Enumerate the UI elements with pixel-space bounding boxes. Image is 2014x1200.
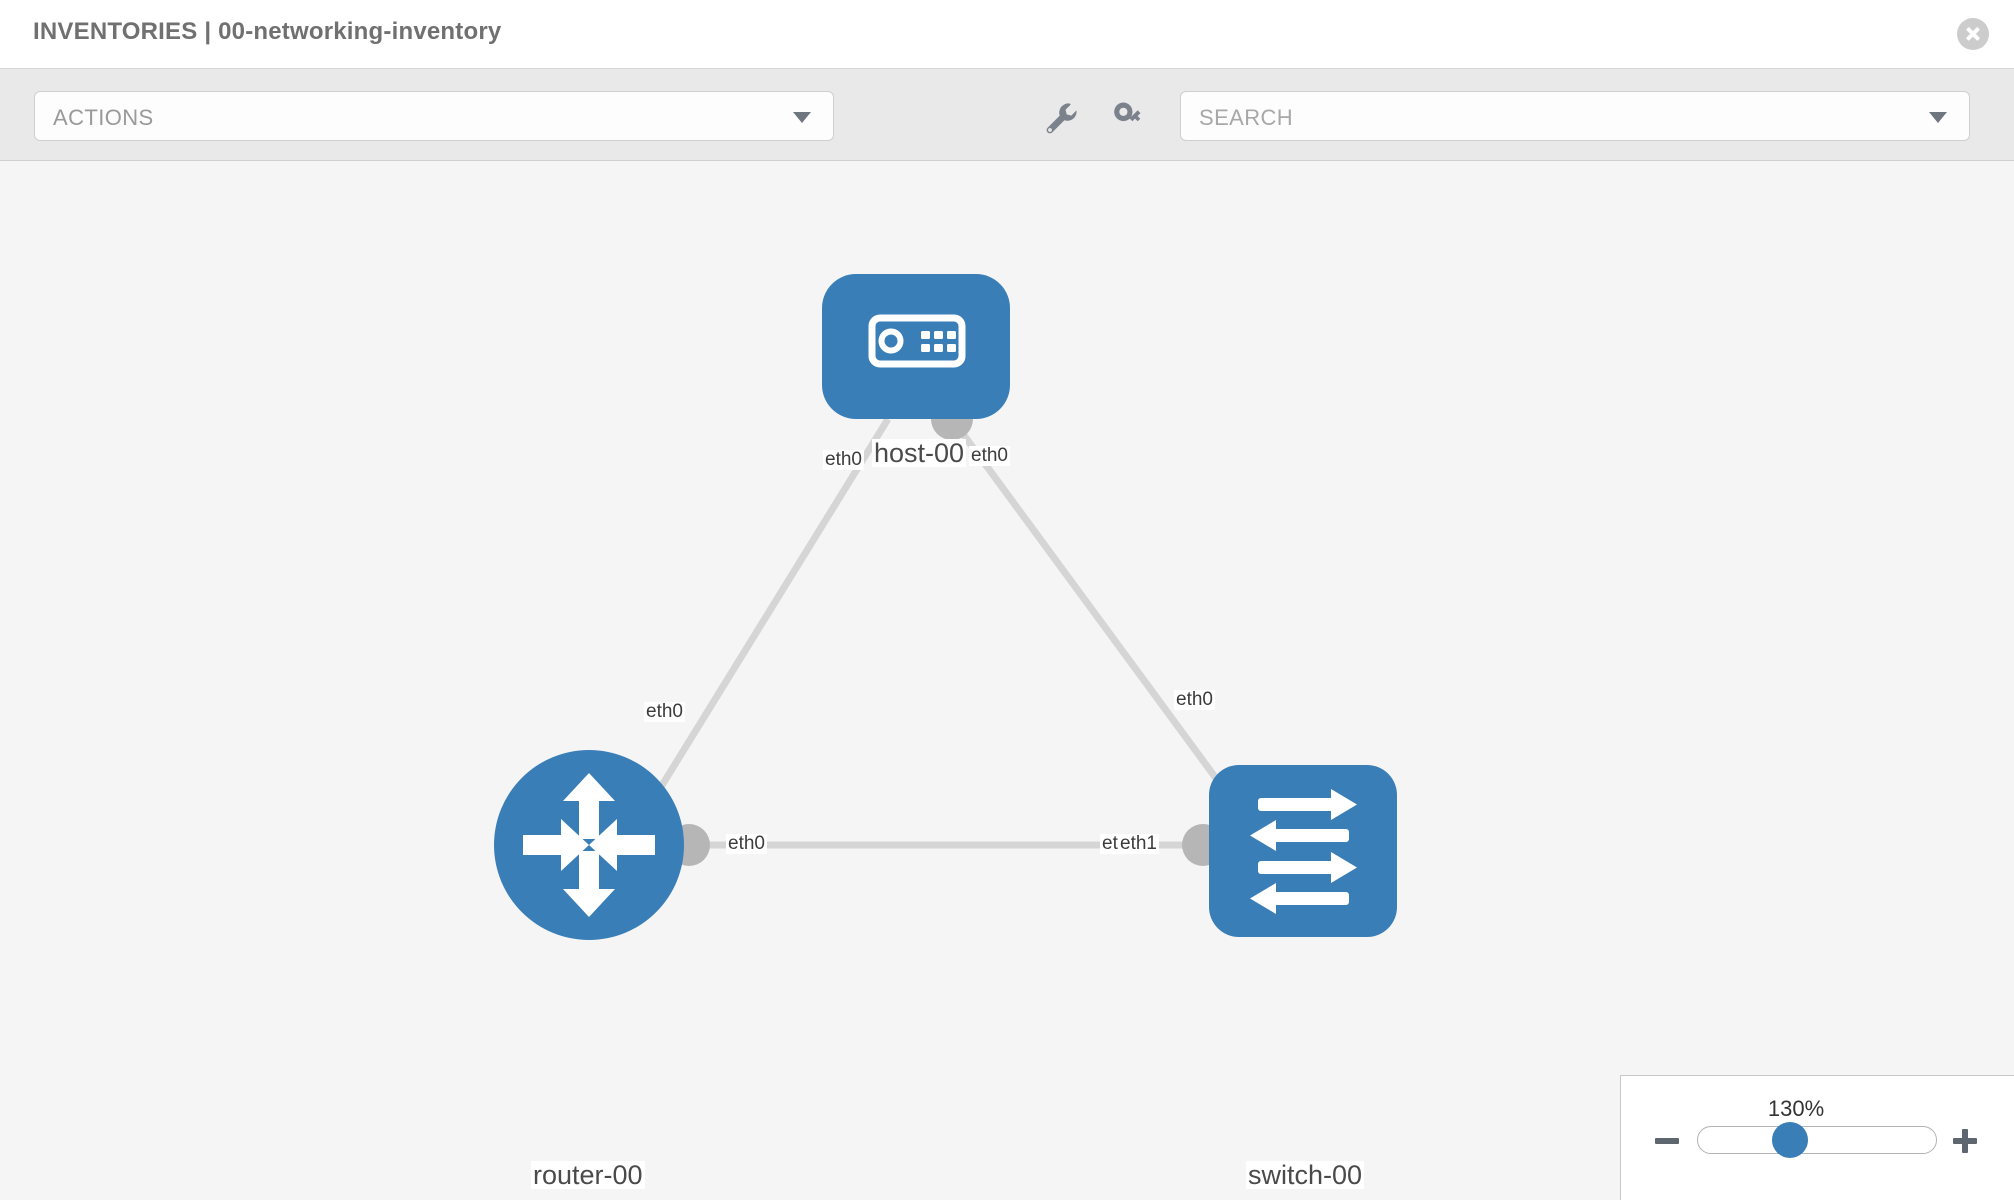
node-label-router-00[interactable]: router-00	[531, 1160, 645, 1190]
plus-icon[interactable]	[1951, 1127, 1979, 1155]
node-switch-00	[1209, 765, 1397, 937]
topology-canvas[interactable]: host-00 router-00 switch-00 eth0 eth0 et…	[0, 161, 2014, 1200]
page-title: INVENTORIES | 00-networking-inventory	[33, 18, 502, 45]
iface-label-host-left[interactable]: eth0	[823, 449, 864, 470]
toolbar: ACTIONS SEARCH	[0, 69, 2014, 161]
link-host-switch	[949, 416, 1243, 814]
iface-label-router-up[interactable]: eth0	[644, 701, 685, 722]
switch-arrows-icon	[1250, 789, 1357, 914]
node-host-00	[822, 274, 1010, 419]
search-placeholder: SEARCH	[1199, 105, 1294, 130]
node-label-switch-00[interactable]: switch-00	[1246, 1160, 1365, 1190]
zoom-slider-thumb[interactable]	[1772, 1122, 1808, 1158]
minus-icon[interactable]	[1653, 1127, 1681, 1155]
zoom-slider-track[interactable]	[1697, 1126, 1937, 1154]
topology-graph	[494, 274, 1397, 940]
zoom-level-label: 130%	[1767, 1096, 1825, 1121]
actions-dropdown[interactable]: ACTIONS	[34, 91, 834, 141]
router-arrows-icon	[523, 773, 655, 917]
search-input[interactable]: SEARCH	[1180, 91, 1970, 141]
close-icon[interactable]	[1957, 18, 1989, 50]
key-icon[interactable]	[1108, 97, 1148, 137]
server-icon	[868, 314, 966, 368]
wrench-icon[interactable]	[1040, 97, 1080, 137]
node-router-00	[494, 750, 684, 940]
iface-label-switch-left-b[interactable]: eth1	[1118, 833, 1159, 854]
node-label-host-00[interactable]: host-00	[872, 438, 967, 468]
topology-links	[637, 416, 1243, 849]
iface-label-switch-up[interactable]: eth0	[1174, 689, 1215, 710]
link-host-router	[637, 417, 891, 823]
chevron-down-icon[interactable]	[1929, 112, 1947, 123]
iface-label-host-right[interactable]: eth0	[969, 445, 1010, 466]
page-header: INVENTORIES | 00-networking-inventory	[0, 0, 2014, 69]
iface-label-router-right[interactable]: eth0	[726, 833, 767, 854]
actions-dropdown-label: ACTIONS	[53, 105, 154, 130]
chevron-down-icon	[793, 112, 811, 123]
zoom-control-panel: 130%	[1620, 1075, 2014, 1200]
